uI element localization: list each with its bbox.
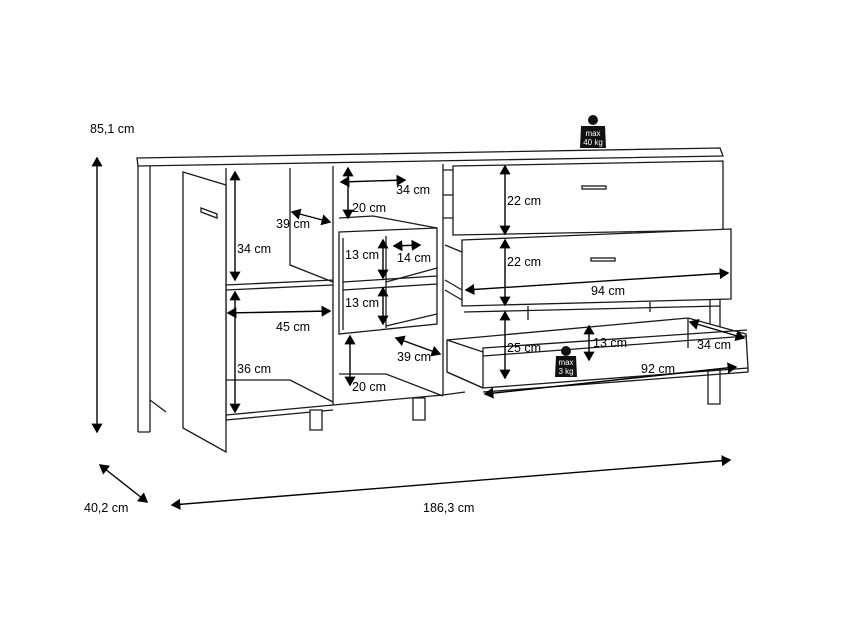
cubby-height-1-label: 13 cm <box>345 248 379 262</box>
open-bottom-depth-label: 39 cm <box>397 350 431 364</box>
drawer-1[interactable] <box>443 160 724 236</box>
drawer2-height-label: 22 cm <box>507 255 541 269</box>
open-top-height-label: 20 cm <box>352 201 386 215</box>
door-shelf-depth-label: 39 cm <box>276 217 310 231</box>
overall-width-label: 186,3 cm <box>423 501 474 515</box>
drawer-2[interactable] <box>444 228 732 307</box>
drawer3-height-label: 25 cm <box>507 341 541 355</box>
drawer-handle-icon <box>590 257 616 262</box>
drawer-inner-depth-label: 34 cm <box>697 338 731 352</box>
dimension-lines <box>91 156 746 510</box>
drawer-inner-height-label: 13 cm <box>593 336 627 350</box>
drawer-handle-icon <box>581 185 607 190</box>
drawer-inner-width-label: 92 cm <box>641 362 675 376</box>
door-lower-height-label: 36 cm <box>237 362 271 376</box>
overall-height-label: 85,1 cm <box>90 122 134 136</box>
drawer-width-label: 94 cm <box>591 284 625 298</box>
door-handle-icon <box>200 207 218 219</box>
cubby-width-label: 14 cm <box>397 251 431 265</box>
cubby-height-2-label: 13 cm <box>345 296 379 310</box>
svg-text:max: max <box>558 358 573 367</box>
drawer1-height-label: 22 cm <box>507 194 541 208</box>
door-width-label: 45 cm <box>276 320 310 334</box>
max-weight-top-icon: max 40 kg <box>580 115 606 148</box>
svg-text:max: max <box>585 129 600 138</box>
svg-text:3 kg: 3 kg <box>558 367 573 376</box>
door-upper-height-label: 34 cm <box>237 242 271 256</box>
open-bottom-height-label: 20 cm <box>352 380 386 394</box>
open-top-width-label: 34 cm <box>396 183 430 197</box>
overall-depth-label: 40,2 cm <box>84 501 128 515</box>
open-door[interactable] <box>182 171 227 454</box>
svg-text:40 kg: 40 kg <box>583 138 603 147</box>
